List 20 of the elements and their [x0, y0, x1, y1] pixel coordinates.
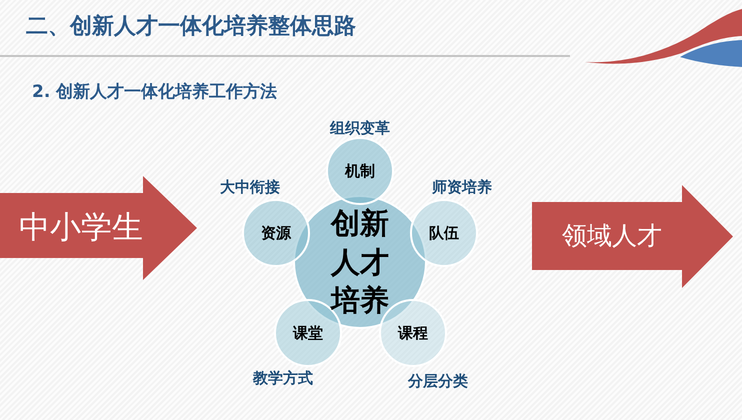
circle-label: 队伍	[429, 224, 459, 242]
circle-caption: 大中衔接	[220, 177, 280, 197]
arrow-label: 中小学生	[19, 209, 143, 247]
circle-caption: 分层分类	[408, 371, 468, 391]
circle-label: 资源	[261, 224, 291, 242]
arrow-label: 领域人才	[562, 221, 662, 251]
circle-label: 课堂	[293, 324, 323, 342]
circle-caption: 教学方式	[253, 368, 313, 388]
slide-title: 二、创新人才一体化培养整体思路	[26, 12, 356, 41]
center-label: 创新人才培养	[330, 205, 390, 320]
topic-circle	[410, 199, 478, 267]
circle-label: 课程	[398, 324, 428, 342]
block-arrow	[532, 185, 733, 288]
circle-label: 机制	[345, 162, 375, 180]
block-arrow	[0, 176, 197, 280]
topic-circle	[242, 199, 310, 267]
circle-caption: 组织变革	[330, 118, 390, 138]
section-subtitle: 2. 创新人才一体化培养工作方法	[32, 81, 278, 104]
circle-caption: 师资培养	[432, 177, 492, 197]
topic-circle	[326, 137, 394, 205]
